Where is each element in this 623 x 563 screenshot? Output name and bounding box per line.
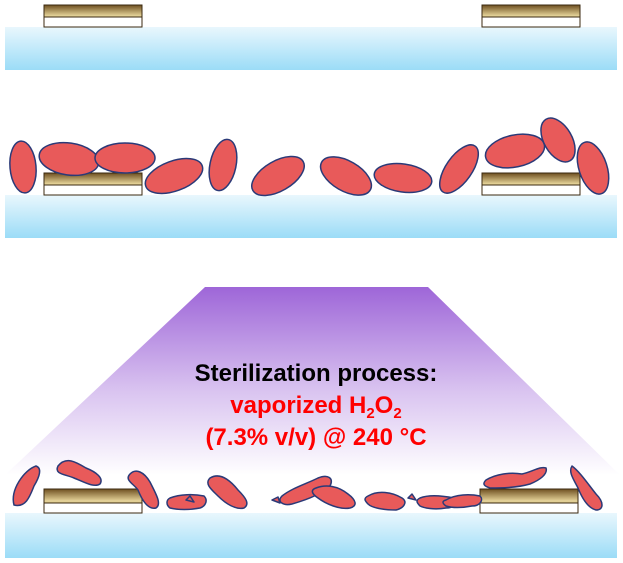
electrode-right-2 <box>481 172 581 196</box>
cell-fragment <box>185 495 195 503</box>
substrate-3 <box>5 513 617 558</box>
cell <box>438 144 480 194</box>
cell <box>483 466 548 489</box>
cell-fragment <box>271 496 281 504</box>
cell <box>12 465 41 507</box>
cell <box>442 494 483 509</box>
caption-agent: vaporized H2O2 <box>230 392 401 422</box>
cell <box>311 485 356 510</box>
cell <box>319 156 373 196</box>
cell <box>166 493 207 511</box>
cell <box>207 475 248 510</box>
caption-title: Sterilization process: <box>195 360 438 387</box>
cell <box>9 140 37 194</box>
panel-cells-on-device <box>5 117 617 238</box>
electrode-left-2 <box>43 172 143 196</box>
substrate-2 <box>5 195 617 238</box>
electrode-left-3 <box>43 488 143 514</box>
cell <box>56 459 102 487</box>
panel-sterilized-device: Sterilization process: vaporized H2O2 (7… <box>5 287 620 558</box>
cell <box>94 142 156 174</box>
cell <box>251 155 305 197</box>
electrode-right-1 <box>481 4 581 28</box>
electrode-right-3 <box>479 488 579 514</box>
cell <box>208 138 238 192</box>
cell <box>576 141 610 195</box>
intact-cells <box>9 117 610 197</box>
cell <box>373 162 433 194</box>
cell-fragment <box>407 493 417 501</box>
cell <box>484 133 546 169</box>
cell <box>144 157 204 195</box>
cell <box>364 491 406 511</box>
substrate-1 <box>5 27 617 70</box>
electrode-left-1 <box>43 4 143 28</box>
cell <box>569 465 603 511</box>
panel-bare-device <box>5 4 617 70</box>
caption-conditions: (7.3% v/v) @ 240 °C <box>205 424 426 451</box>
cell <box>127 470 160 509</box>
deformed-cells <box>12 459 603 511</box>
vapor-beam <box>5 287 620 475</box>
cell <box>540 117 576 163</box>
